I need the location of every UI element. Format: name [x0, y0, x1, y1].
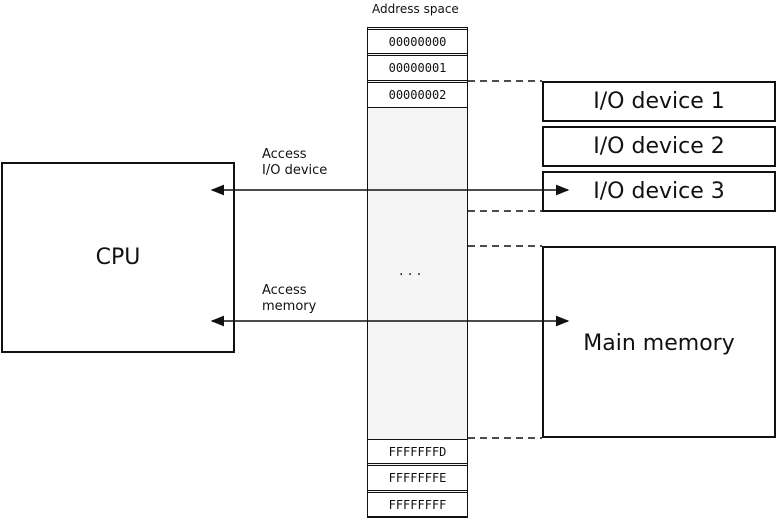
io-device-1-box: I/O device 1: [542, 81, 776, 122]
access-memory-label-line2: memory: [262, 299, 317, 314]
access-io-label-line1: Access: [262, 147, 307, 162]
address-cell-ffffffff: FFFFFFFF: [367, 492, 468, 517]
main-memory-label: Main memory: [583, 330, 735, 356]
cpu-box: CPU: [1, 162, 235, 353]
address-space-ellipsis: . . .: [399, 263, 422, 279]
access-memory-label: Access memory: [262, 283, 316, 315]
address-cell-00000001: 00000001: [367, 55, 468, 81]
access-io-label-line2: I/O device: [262, 163, 328, 178]
address-cell-00000000: 00000000: [367, 29, 468, 54]
io-device-3-label: I/O device 3: [593, 179, 725, 204]
address-space-title: Address space: [372, 2, 459, 16]
access-io-label: Access I/O device: [262, 147, 327, 179]
address-space-column: [367, 27, 468, 518]
main-memory-box: Main memory: [542, 246, 776, 438]
io-device-1-label: I/O device 1: [593, 89, 725, 114]
io-device-3-box: I/O device 3: [542, 171, 776, 212]
cpu-label: CPU: [95, 245, 141, 270]
access-memory-label-line1: Access: [262, 283, 307, 298]
address-cell-fffffffe: FFFFFFFE: [367, 465, 468, 491]
address-cell-00000002: 00000002: [367, 82, 468, 108]
address-cell-fffffffd: FFFFFFFD: [367, 439, 468, 464]
io-device-2-box: I/O device 2: [542, 126, 776, 167]
io-device-2-label: I/O device 2: [593, 134, 725, 159]
